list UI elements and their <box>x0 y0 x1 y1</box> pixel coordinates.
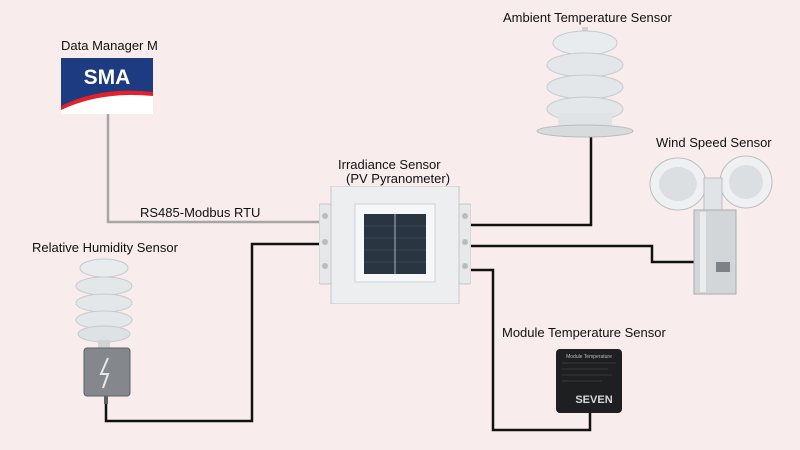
data-manager-label: Data Manager M <box>61 38 158 53</box>
irradiance-label-line1: Irradiance Sensor <box>338 157 441 172</box>
irradiance-label-line2: (PV Pyranometer) <box>346 171 451 186</box>
relative-humidity-sensor <box>75 258 133 404</box>
ambient-temperature-sensor <box>536 27 634 138</box>
module-device-line1: Module Temperature <box>566 354 612 360</box>
module-device-brand: SEVEN <box>575 394 612 406</box>
ambient-wire <box>467 135 593 227</box>
wind-wire <box>467 244 694 264</box>
irradiance-sensor <box>319 186 471 304</box>
sma-logo-text: SMA <box>84 66 131 89</box>
module-temperature-sensor: Module Temperature SEVEN <box>556 349 622 413</box>
wind-speed-label: Wind Speed Sensor <box>656 135 772 150</box>
module-wire <box>467 268 592 432</box>
ambient-temperature-label: Ambient Temperature Sensor <box>503 10 672 25</box>
module-temperature-label: Module Temperature Sensor <box>502 325 666 340</box>
sma-logo: SMA <box>61 58 153 114</box>
bus-label: RS485-Modbus RTU <box>140 205 261 220</box>
humidity-wire <box>104 242 325 423</box>
relative-humidity-label: Relative Humidity Sensor <box>32 240 178 255</box>
wind-speed-sensor <box>649 155 773 295</box>
rs485-bus-wire <box>106 112 326 224</box>
